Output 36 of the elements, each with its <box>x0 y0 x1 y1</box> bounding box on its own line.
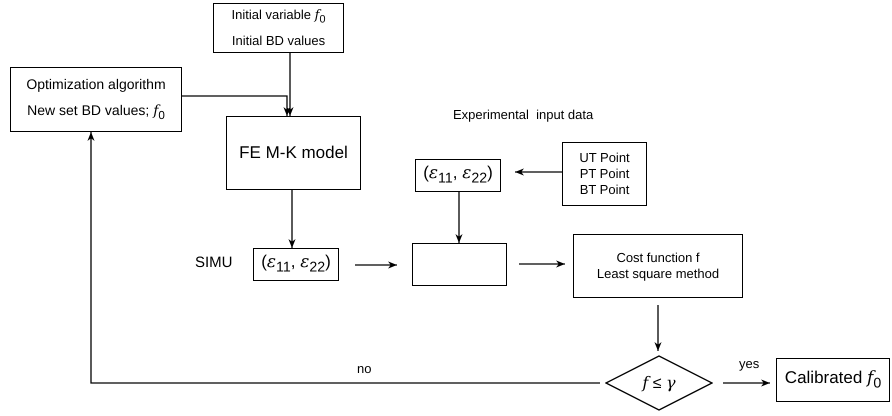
process-box <box>573 234 743 298</box>
node-text: PT Point <box>580 166 630 182</box>
arrow <box>355 261 397 269</box>
arrow <box>515 168 562 176</box>
node-text: Initial BD values <box>232 32 326 50</box>
arrow <box>286 53 294 116</box>
arrow <box>182 95 291 116</box>
process-box <box>213 3 344 53</box>
arrow <box>654 305 662 351</box>
node-text: (ε$_{11}$, ε$_{22}$) <box>261 251 331 278</box>
arrow <box>723 379 770 387</box>
node-text: Calibrated f$_{0}$ <box>784 366 882 394</box>
process-box <box>253 248 339 281</box>
arrow <box>455 192 463 243</box>
decision-diamond <box>605 355 713 411</box>
arrow <box>288 190 296 248</box>
node-text: Cost function f <box>616 250 700 266</box>
section-heading: Experimental input data <box>453 107 594 122</box>
process-box <box>776 358 890 402</box>
arrow <box>87 132 600 384</box>
process-box <box>562 142 647 206</box>
process-box <box>226 116 361 190</box>
node-text: Least square method <box>596 266 720 282</box>
node-text: FE M-K model <box>239 142 348 164</box>
node-text: UT Point <box>579 150 630 166</box>
process-box <box>412 243 507 286</box>
node-text: Optimization algorithm <box>26 76 166 94</box>
process-box <box>10 67 182 132</box>
node-text: BT Point <box>580 182 630 198</box>
node-caption: SIMU <box>195 254 232 271</box>
node-text: (ε$_{11}$, ε$_{22}$) <box>423 162 493 189</box>
condition-text: f ≤ γ <box>642 372 676 394</box>
node-text: New set BD values; f$_{0}$ <box>27 102 165 123</box>
node-text: Initial variable f$_{0}$ <box>232 6 326 27</box>
process-box <box>415 159 501 192</box>
arrow <box>519 260 565 268</box>
